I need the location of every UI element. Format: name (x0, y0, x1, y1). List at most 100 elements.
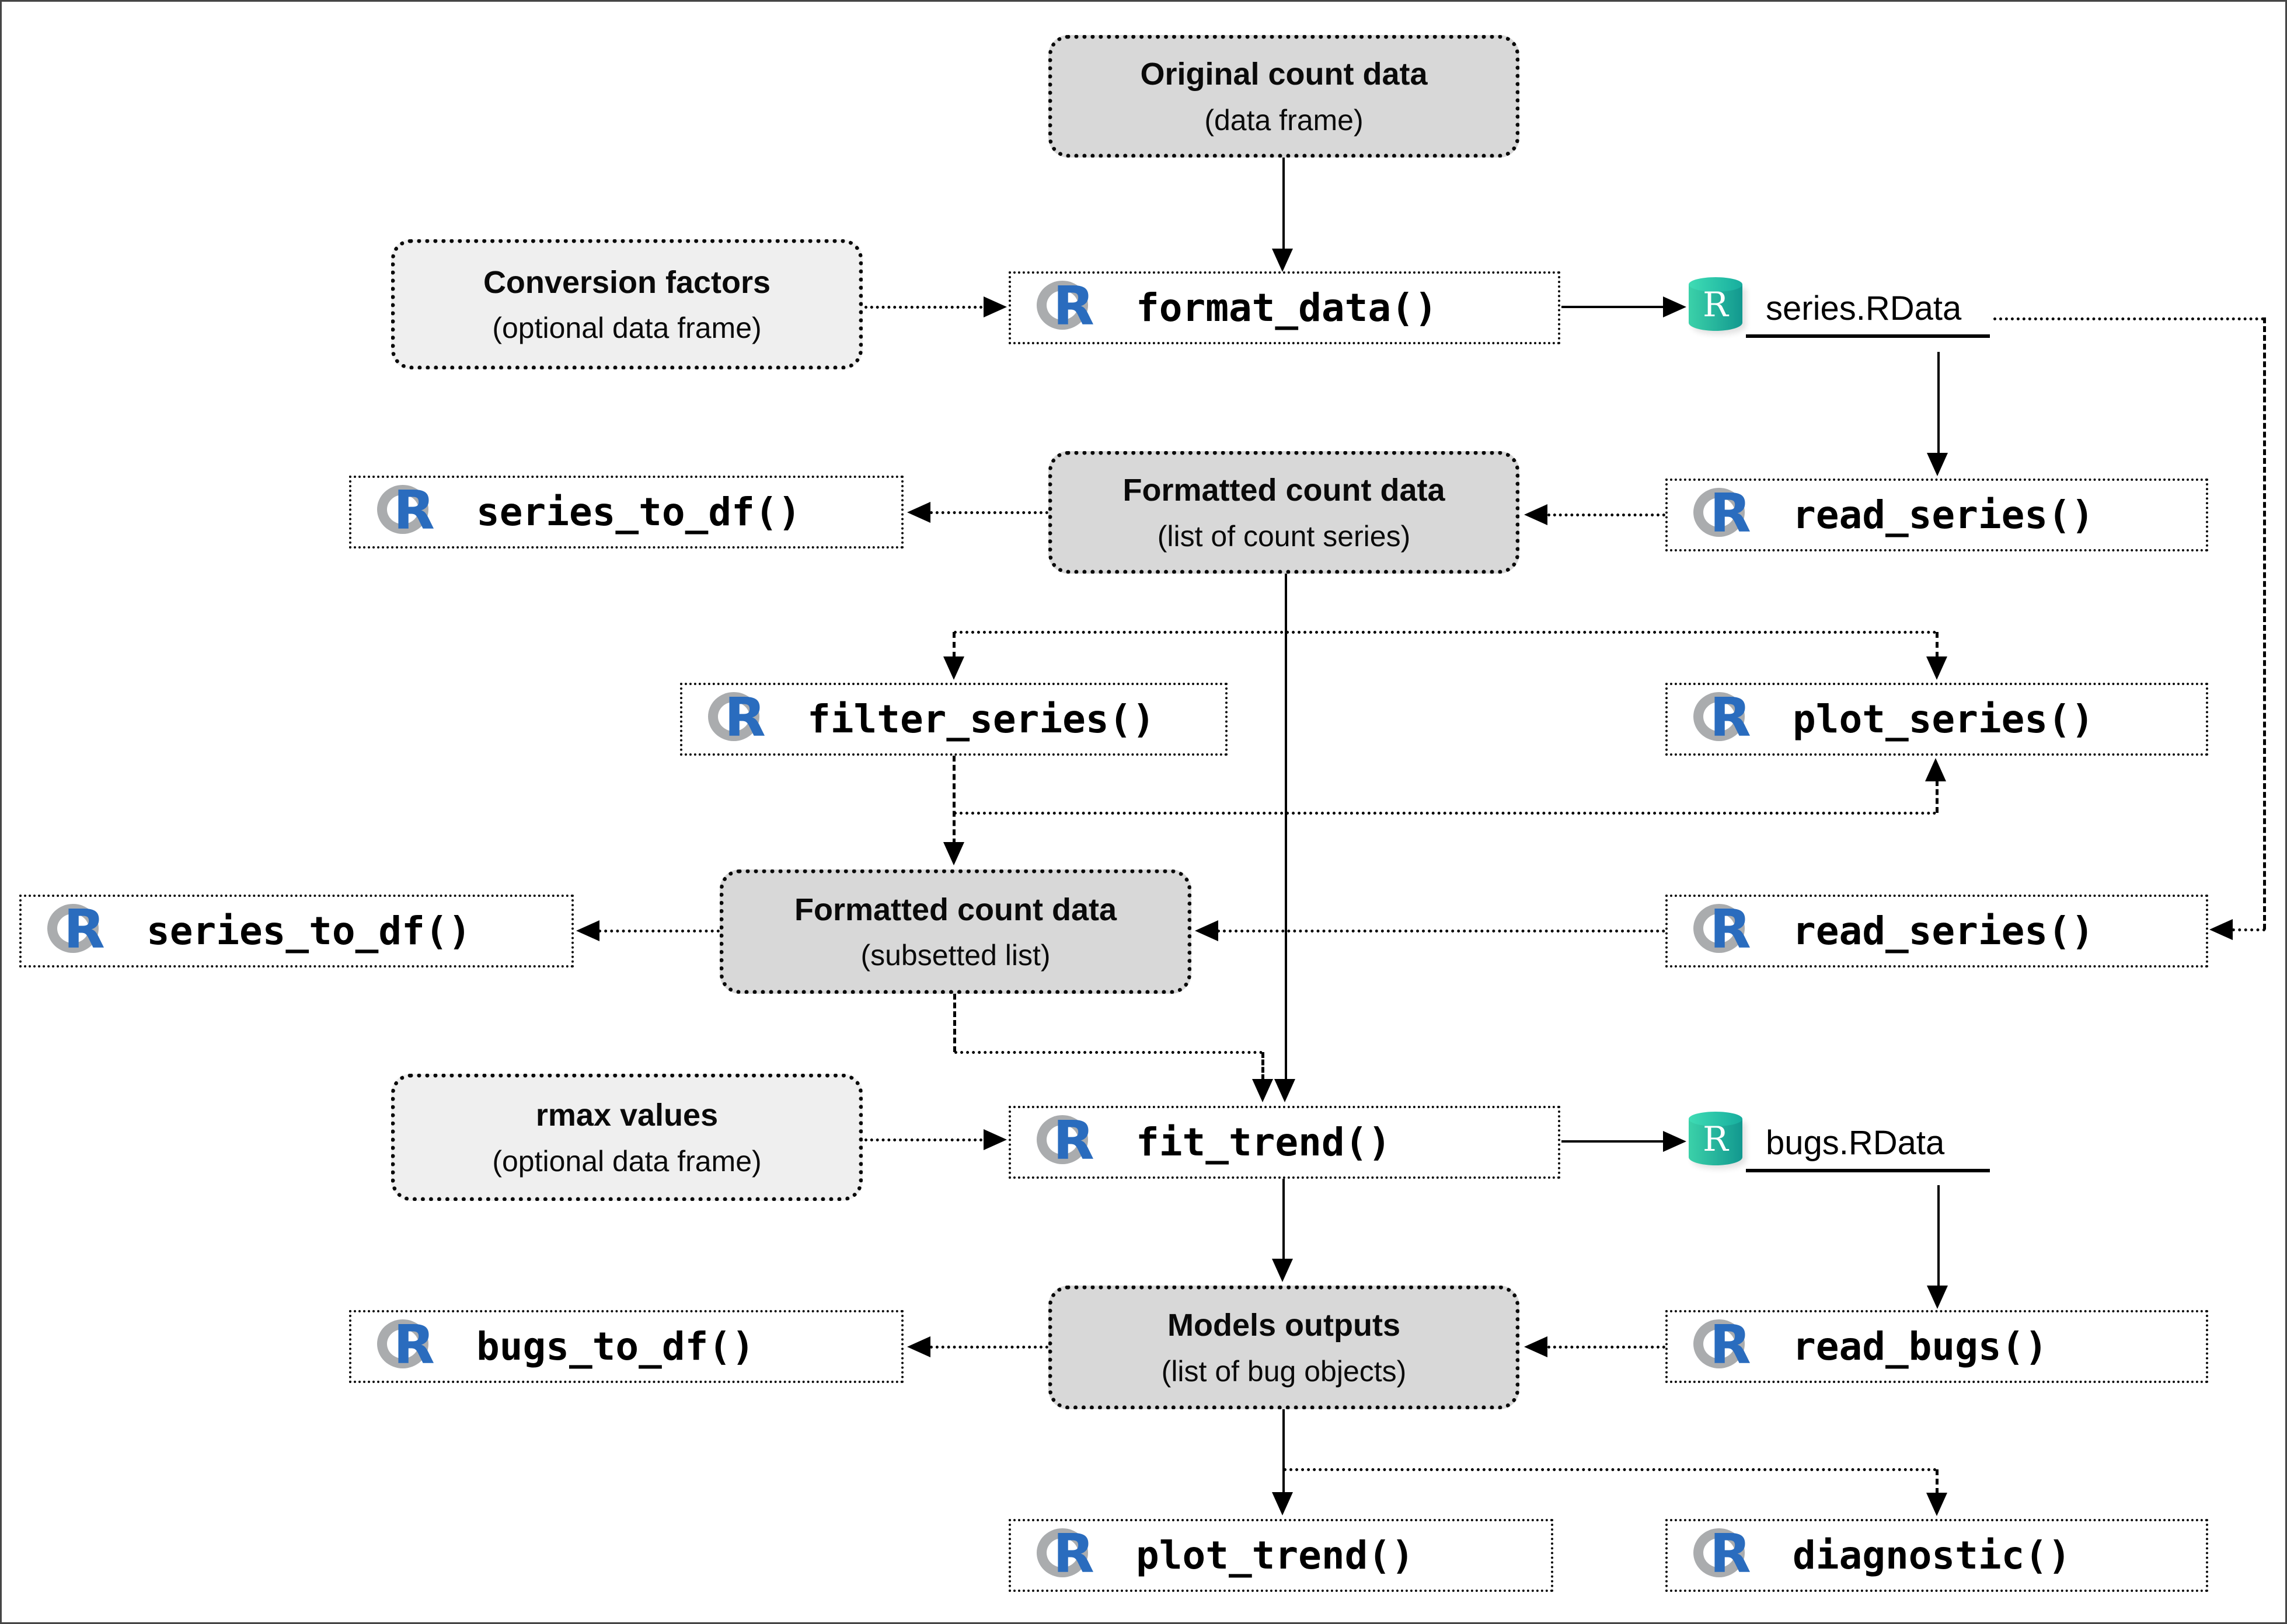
cylinder-top (1689, 1112, 1742, 1126)
edge-bugs-rdata-to-read-bugs (1937, 1185, 1940, 1287)
r-logo-icon: R (1037, 1113, 1109, 1172)
edge-subsetted-down-segment (953, 994, 956, 1052)
edge-series-rdata-right-segment (1993, 317, 2264, 320)
edge-read-series-2-to-subsetted (1217, 930, 1665, 933)
cylinder-body (1689, 1119, 1742, 1165)
edge-formatted-to-series-to-df-1 (930, 511, 1048, 514)
node-title: Formatted count data (1122, 473, 1445, 508)
edge-formatted-branch-horizontal (954, 631, 1937, 634)
r-logo-letter: R (393, 1313, 435, 1376)
node-subtitle: (subsetted list) (860, 939, 1051, 972)
arrowhead-original-to-format-data (1272, 249, 1293, 272)
r-logo-letter: R (1710, 1522, 1751, 1585)
arrowhead-rmax-to-fit-trend (984, 1129, 1007, 1150)
r-logo-icon: R (377, 1317, 449, 1377)
r-logo-letter: R (1710, 1313, 1751, 1376)
node-subtitle: (data frame) (1204, 103, 1364, 137)
function-label: fit_trend() (1136, 1120, 1392, 1165)
node-title: rmax values (535, 1098, 719, 1133)
arrowhead-conversion-to-format-data (984, 296, 1007, 317)
function-label: read_bugs() (1793, 1324, 2048, 1369)
edge-subsetted-to-fit-trend (1261, 1052, 1264, 1080)
cylinder-body (1689, 284, 1742, 331)
function-label: diagnostic() (1793, 1533, 2071, 1578)
arrowhead-filter-series-to-subsetted (943, 842, 964, 865)
edge-original-to-format-data (1282, 158, 1285, 251)
edge-models-to-plot-trend (1282, 1409, 1285, 1494)
arrowhead-fit-trend-to-bugs-rdata (1663, 1131, 1686, 1152)
edge-filter-series-to-subsetted (953, 756, 956, 844)
r-logo-icon: R (1693, 486, 1766, 545)
arrowhead-formatted-to-series-to-df-1 (907, 502, 930, 523)
edge-subsetted-to-series-to-df-2 (598, 930, 720, 933)
r-logo-letter: R (64, 897, 105, 961)
edge-fit-trend-to-bugs-rdata (1561, 1140, 1664, 1143)
edge-read-bugs-to-models (1547, 1346, 1665, 1349)
arrowhead-read-bugs-to-models (1524, 1336, 1547, 1357)
function-label: series_to_df() (476, 490, 801, 535)
r-logo-icon: R (1693, 690, 1766, 749)
arrowhead-branch-to-filter-series (943, 656, 964, 680)
r-logo-icon: R (1693, 902, 1766, 961)
r-logo-icon: R (1037, 1526, 1109, 1585)
file-underline (1746, 334, 1990, 338)
arrowhead-branch-to-plot-series (1926, 656, 1947, 680)
r-logo-letter: R (724, 686, 766, 749)
edge-branch-to-diagnostic (1936, 1469, 1939, 1494)
function-label: format_data() (1136, 285, 1438, 330)
r-logo-icon: R (47, 902, 120, 961)
edge-formatted-to-fit-trend (1285, 574, 1287, 1080)
r-logo-icon: R (708, 690, 780, 749)
node-subtitle: (optional data frame) (492, 312, 762, 345)
cylinder-letter: R (1703, 285, 1728, 324)
node-formatted-count-data-subsetted: Formatted count data (subsetted list) (720, 869, 1191, 994)
arrowhead-formatted-to-fit-trend (1274, 1079, 1295, 1102)
node-diagnostic-function: R diagnostic() (1665, 1519, 2208, 1592)
arrowhead-fit-trend-to-models (1272, 1259, 1293, 1282)
edge-models-branch-horizontal (1284, 1468, 1937, 1471)
arrowhead-models-to-bugs-to-df (907, 1336, 930, 1357)
function-label: plot_series() (1793, 697, 2094, 742)
arrowhead-subsetted-to-series-to-df-2 (576, 920, 599, 941)
node-models-outputs: Models outputs (list of bug objects) (1048, 1286, 1519, 1409)
node-series-to-df-function-1: R series_to_df() (349, 476, 904, 549)
node-original-count-data: Original count data (data frame) (1048, 35, 1519, 158)
node-read-series-function-2: R read_series() (1665, 895, 2208, 968)
r-logo-letter: R (1053, 1109, 1094, 1172)
node-title: Formatted count data (794, 892, 1117, 927)
edge-models-to-bugs-to-df (930, 1346, 1048, 1349)
edge-format-data-to-series-rdata (1561, 306, 1664, 308)
node-subtitle: (optional data frame) (492, 1144, 762, 1178)
function-label: read_series() (1793, 493, 2094, 537)
arrowhead-read-series-2-to-subsetted (1195, 920, 1218, 941)
node-format-data-function: R format_data() (1009, 271, 1560, 344)
edge-series-rdata-to-read-series-1 (1937, 352, 1940, 454)
edge-series-rdata-down-segment (2263, 317, 2266, 930)
edge-conversion-to-format-data (864, 306, 988, 309)
node-rmax-values: rmax values (optional data frame) (391, 1074, 863, 1201)
edge-branch-to-filter-series (953, 632, 956, 658)
r-logo-letter: R (1053, 274, 1094, 337)
node-bugs-to-df-function: R bugs_to_df() (349, 1310, 904, 1383)
arrowhead-series-rdata-to-read-series-1 (1927, 453, 1948, 476)
node-conversion-factors: Conversion factors (optional data frame) (391, 239, 863, 369)
node-fit-trend-function: R fit_trend() (1009, 1106, 1560, 1179)
function-label: plot_trend() (1136, 1533, 1414, 1578)
node-subtitle: (list of count series) (1157, 519, 1411, 553)
file-label: bugs.RData (1766, 1124, 1945, 1162)
edge-branch-to-plot-series (1936, 632, 1939, 658)
function-label: bugs_to_df() (476, 1324, 755, 1369)
node-title: Conversion factors (483, 264, 771, 300)
r-logo-icon: R (377, 483, 449, 542)
r-logo-letter: R (1710, 481, 1751, 544)
r-logo-letter: R (1053, 1522, 1094, 1585)
arrowhead-models-to-plot-trend (1272, 1492, 1293, 1515)
node-formatted-count-data: Formatted count data (list of count seri… (1048, 451, 1519, 574)
arrowhead-series-rdata-to-read-series-2 (2209, 919, 2233, 940)
edge-series-rdata-to-read-series-2 (2220, 928, 2265, 931)
edge-fit-trend-to-models (1282, 1179, 1285, 1260)
node-filter-series-function: R filter_series() (680, 683, 1228, 756)
edge-subset-branch-to-plot-series (1936, 780, 1939, 813)
node-plot-trend-function: R plot_trend() (1009, 1519, 1553, 1592)
arrowhead-read-series-1-to-formatted (1524, 504, 1547, 525)
